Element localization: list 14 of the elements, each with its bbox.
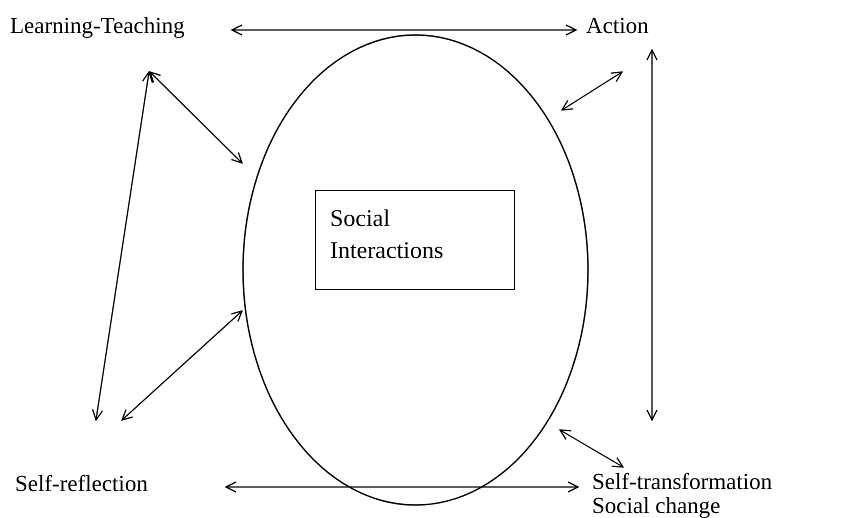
node-label: Social change <box>592 494 722 518</box>
node-label: Self-transformation <box>592 470 772 494</box>
double-arrow <box>225 481 579 493</box>
double-arrow <box>561 71 623 111</box>
double-arrow <box>231 24 577 36</box>
double-arrow <box>121 310 243 421</box>
double-arrow <box>92 71 154 421</box>
double-arrow <box>559 429 624 468</box>
double-arrow <box>646 49 658 421</box>
double-arrow <box>149 71 243 164</box>
node-label: Self-reflection <box>15 472 148 496</box>
node-label: Action <box>586 14 649 38</box>
text-box: Social Interactions <box>315 190 515 290</box>
node-label: Learning-Teaching <box>10 14 185 38</box>
